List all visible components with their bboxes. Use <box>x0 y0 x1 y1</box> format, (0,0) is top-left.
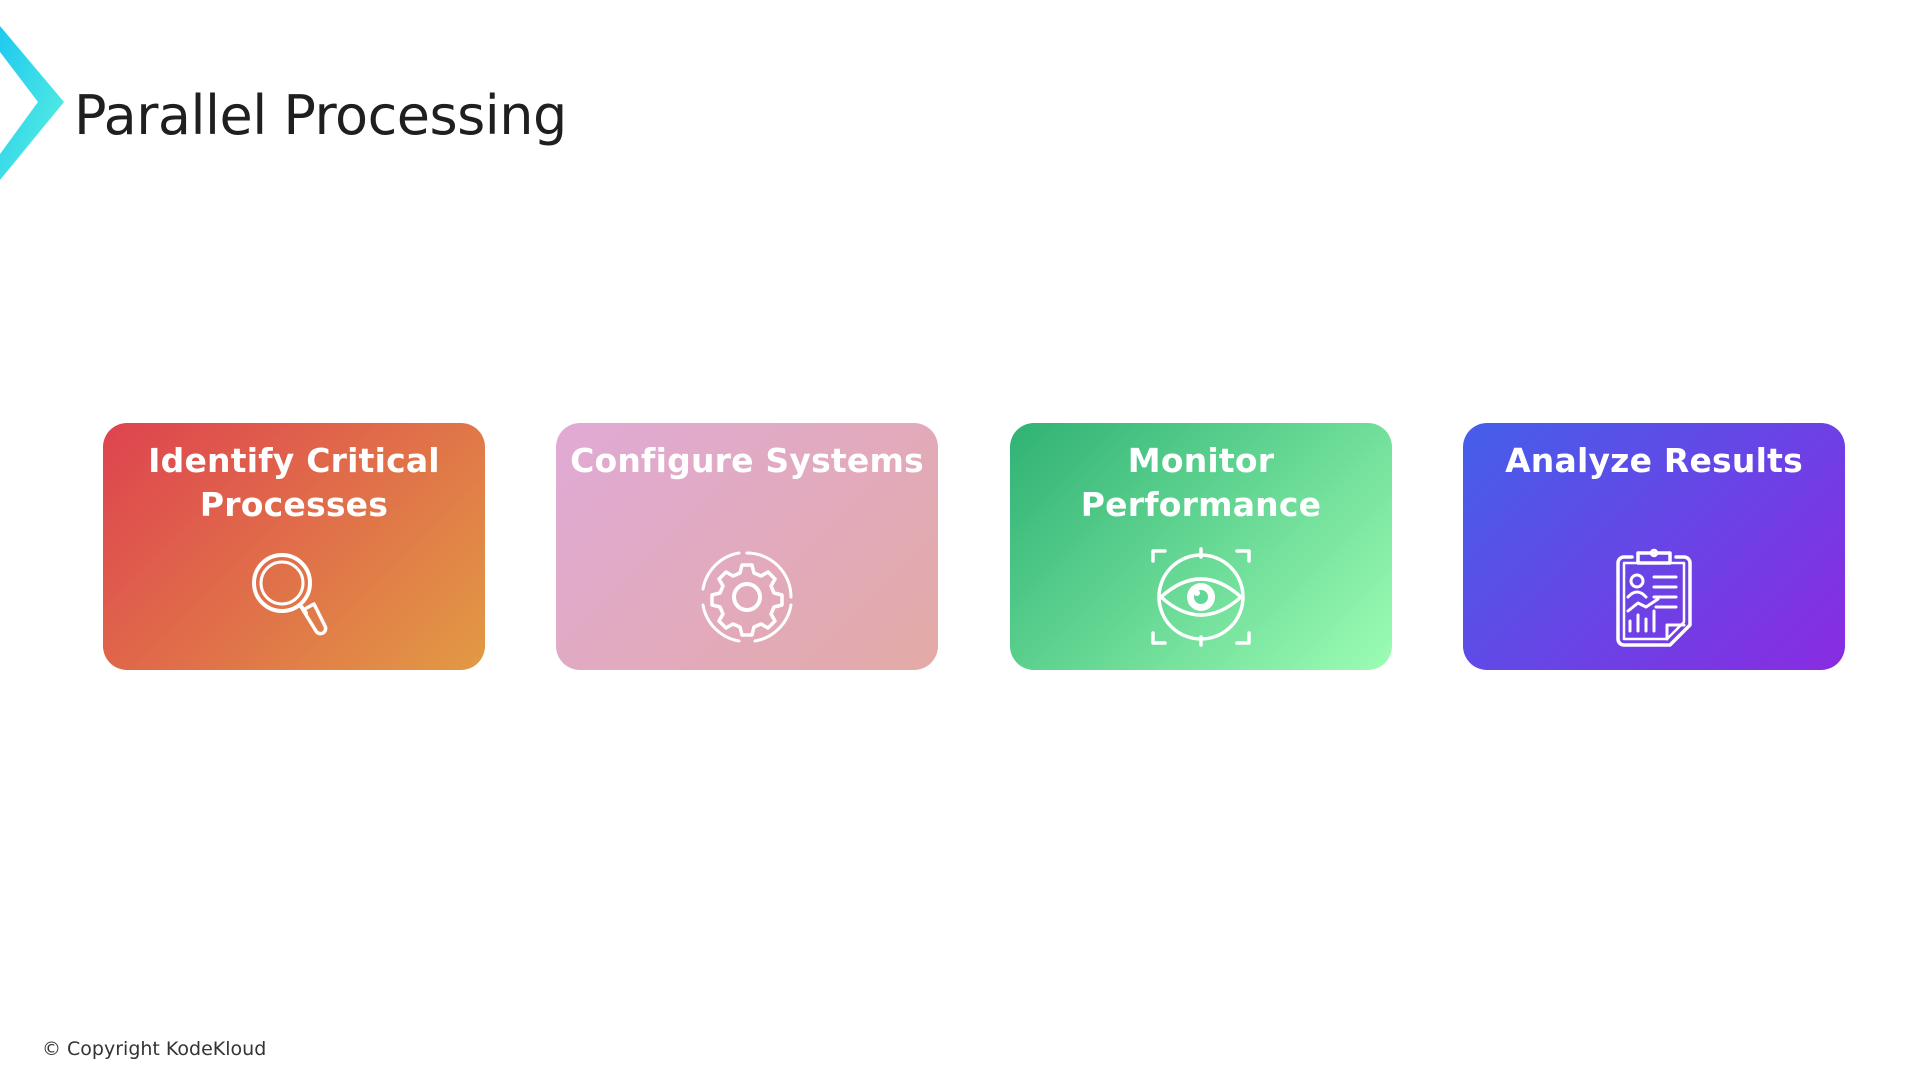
brand-chevron-logo <box>0 26 64 180</box>
card-monitor-performance: Monitor Performance <box>1010 423 1392 670</box>
slide-title: Parallel Processing <box>74 84 567 147</box>
copyright-notice: © Copyright KodeKloud <box>42 1038 267 1060</box>
card-configure-systems: Configure Systems <box>556 423 938 670</box>
eye-scan-icon <box>1151 547 1251 647</box>
process-cards: Identify Critical Processes Configure Sy… <box>103 423 1845 670</box>
clipboard-report-icon <box>1604 547 1704 647</box>
card-title: Monitor Performance <box>1080 441 1322 524</box>
magnifying-glass-icon <box>244 547 344 647</box>
card-title: Identify Critical Processes <box>148 441 440 524</box>
card-title: Analyze Results <box>1505 441 1803 480</box>
card-identify-critical-processes: Identify Critical Processes <box>103 423 485 670</box>
card-title: Configure Systems <box>570 441 924 480</box>
gear-icon <box>697 547 797 647</box>
card-analyze-results: Analyze Results <box>1463 423 1845 670</box>
